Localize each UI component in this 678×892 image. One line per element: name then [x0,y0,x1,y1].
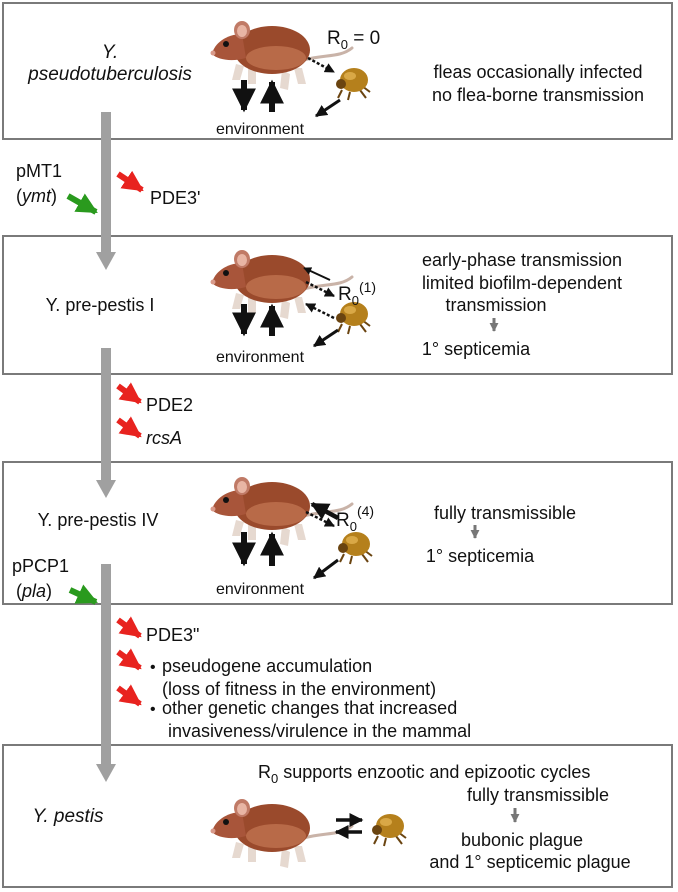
transition3-change2-line1: pseudogene accumulation [162,656,372,676]
flea-to-environment-arrow [315,98,341,118]
stage3-name: Y. pre-pestis IV [38,510,159,530]
flea-to-rat-arrow [303,267,331,281]
flea-to-environment-arrow [313,558,339,580]
pseudogene-red-arrow [116,648,142,671]
stage-box-1 [2,2,673,140]
pde2-red-arrow [116,382,142,405]
flea-to-rat-arrow [310,502,340,520]
transition3-change3-line1: other genetic changes that increased [162,698,457,718]
stage2-r0: R0(1) [338,279,376,308]
pmt1-green-arrow [66,193,98,215]
pde3-red-arrow [116,170,144,193]
transition3-change2-line2: (loss of fitness in the environment) [162,679,436,699]
transition3-plasmid-gene: (pla) [16,581,52,601]
environment-arrows [232,531,284,567]
genetic-changes-red-arrow [116,684,142,707]
evolution-trunk [96,112,116,782]
stage2-desc-line3: transmission [445,295,546,315]
stage2-name: Y. pre-pestis I [46,295,155,315]
transition2-change1: PDE2 [146,395,193,415]
stage-box-3 [2,461,673,605]
bullet-1: • [150,659,156,676]
exchange-arrows [334,813,364,839]
rcsa-red-arrow [116,416,142,439]
stage2-desc-line2: limited biofilm-dependent [422,273,622,293]
flea-to-rat-dashed-arrow [305,302,335,320]
environment-arrows [232,303,284,337]
stage4-r0: R0 supports enzootic and epizootic cycle… [258,762,590,786]
ppcp1-green-arrow [68,584,98,605]
stage1-name-line1: Y. [102,42,118,63]
transition1-plasmid-gene: (ymt) [16,186,57,206]
transition3-change1: PDE3" [146,625,199,645]
stage3-r0: R0(4) [336,503,374,534]
transition2-change2: rcsA [146,428,182,448]
bullet-2: • [150,701,156,718]
rat-to-flea-arrow [305,280,335,298]
stage3-desc: fully transmissible [434,503,576,523]
environment-arrows [232,79,284,113]
stage4-outcome-line2: and 1° septicemic plague [429,852,630,872]
stage2-desc-line1: early-phase transmission [422,250,622,270]
stage1-environment: environment [216,121,305,138]
stage3-outcome: 1° septicemia [426,546,535,566]
stage2-environment: environment [216,349,305,366]
stage4-desc: fully transmissible [467,785,609,805]
stage1-r0: R0 = 0 [327,28,380,52]
transition3-plasmid: pPCP1 [12,556,69,576]
stage-box-2 [2,235,673,375]
stage1-desc-line2: no flea-borne transmission [432,85,644,105]
stage1-desc-line1: fleas occasionally infected [433,62,642,82]
rat-to-flea-arrow [305,510,335,528]
transition3-change3-line2: invasiveness/virulence in the mammal [168,721,471,741]
stage4-name: Y. pestis [32,806,104,827]
stage-box-4 [2,744,673,888]
pde3b-red-arrow [116,616,142,639]
stage4-outcome-line1: bubonic plague [461,830,583,850]
stage3-environment: environment [216,581,305,598]
stage2-outcome: 1° septicemia [422,339,531,359]
flea-to-environment-arrow [313,328,339,348]
stage1-name-line2: pseudotuberculosis [27,64,192,85]
transition1-plasmid: pMT1 [16,161,62,181]
transition1-change: PDE3' [150,188,200,208]
